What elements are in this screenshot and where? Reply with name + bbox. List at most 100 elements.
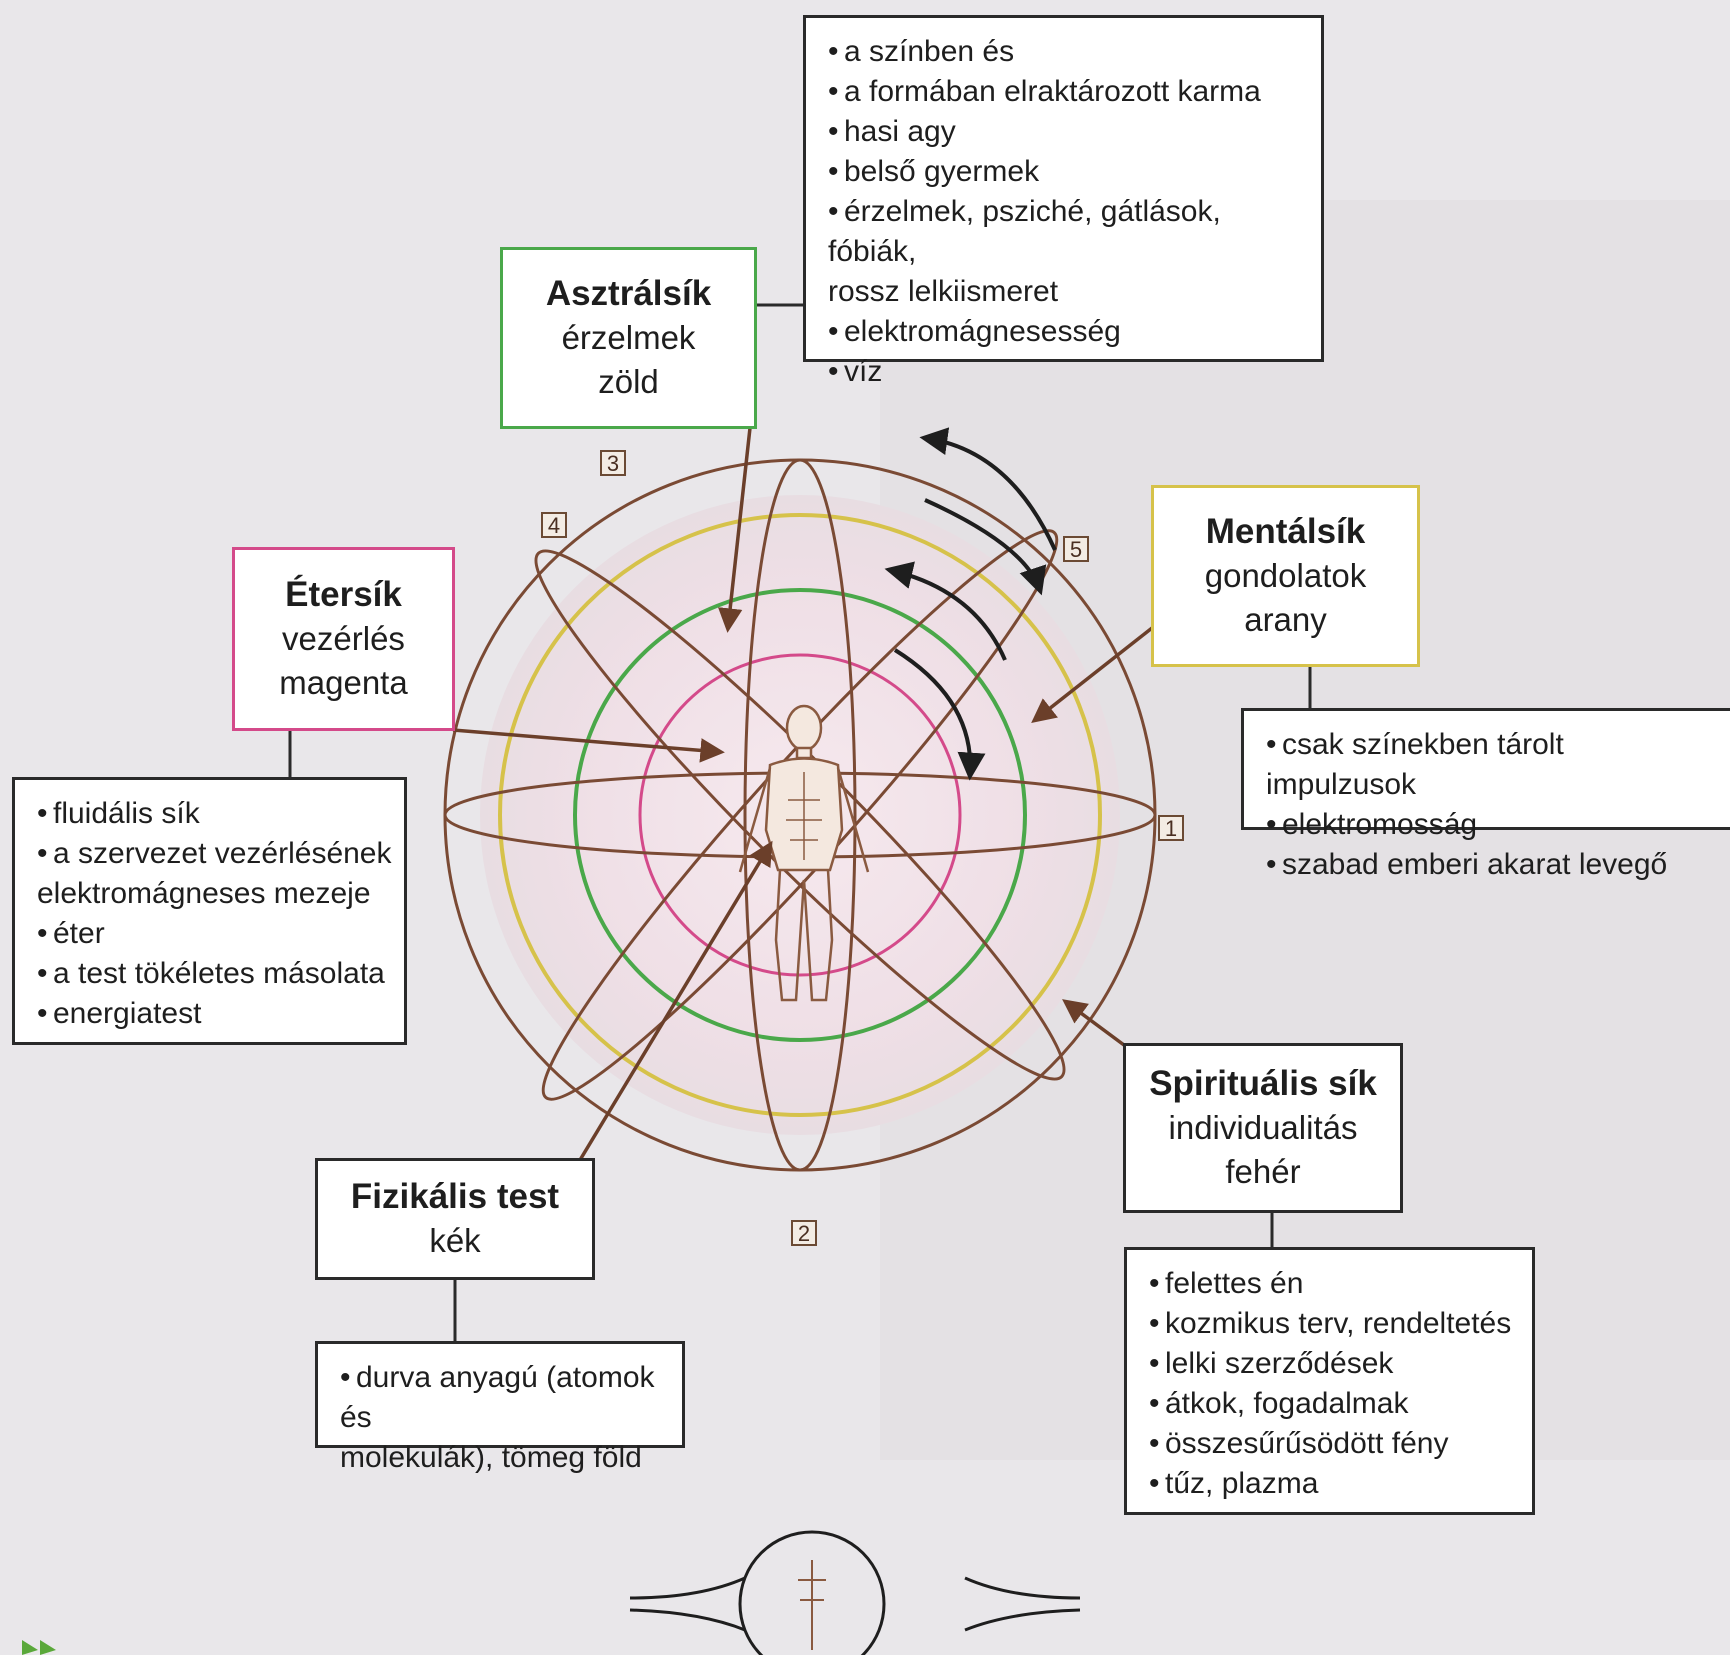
mental-list-item: •szabad emberi akarat levegő [1266, 845, 1720, 885]
ether-list-item: •a test tökéletes másolata [37, 954, 394, 994]
arrow-mental [1031, 626, 1154, 724]
ether-list-text: a test tökéletes másolata [53, 957, 385, 990]
spiritual-list-item: •tűz, plazma [1149, 1464, 1522, 1504]
spiritual-list-text: lelki szerződések [1165, 1347, 1394, 1380]
spiritual-color: fehér [1225, 1153, 1301, 1190]
bullet-icon: • [1266, 728, 1277, 761]
mental-list-box: •csak színekben tárolt impulzusok•elektr… [1241, 708, 1730, 881]
bullet-icon: • [340, 1361, 351, 1394]
marker-4: 4 [541, 512, 567, 538]
ether-list-item: •energiatest [37, 994, 394, 1034]
marker-3: 3 [600, 450, 626, 476]
ether-list-box: •fluidális sík•a szervezet vezérlésének … [12, 777, 407, 1045]
ether-list-text: a szervezet vezérlésének elektromágneses… [37, 837, 392, 910]
spiritual-list-text: összesűrűsödött fény [1165, 1427, 1449, 1460]
bullet-icon: • [1149, 1307, 1160, 1340]
bullet-icon: • [37, 837, 48, 870]
bullet-icon: • [1149, 1347, 1160, 1380]
curved-arrow-3 [884, 561, 1007, 661]
mental-list-item: •csak színekben tárolt impulzusok [1266, 725, 1720, 805]
ether-list-item: •a szervezet vezérlésének elektromágnese… [37, 834, 394, 914]
astral-list-text: elektromágnesesség [844, 315, 1121, 348]
bullet-icon: • [1266, 848, 1277, 881]
spiritual-list-box: •felettes én•kozmikus terv, rendeltetés•… [1124, 1247, 1535, 1515]
marker-2: 2 [791, 1220, 817, 1246]
ether-list-text: éter [53, 917, 105, 950]
bullet-icon: • [1149, 1267, 1160, 1300]
astral-list: •a színben és•a formában elraktározott k… [806, 18, 1321, 402]
spiritual-list-text: felettes én [1165, 1267, 1304, 1300]
physical-list-item: •durva anyagú (atomok és molekulák), töm… [340, 1358, 672, 1478]
astral-list-item: •víz [828, 352, 1311, 392]
astral-list-item: •belső gyermek [828, 152, 1311, 192]
marker-5: 5 [1063, 536, 1089, 562]
physical-color: kék [429, 1222, 481, 1259]
bullet-icon: • [1266, 808, 1277, 841]
physical-title-box: Fizikális test kék [315, 1158, 595, 1280]
bullet-icon: • [828, 355, 839, 388]
spiritual-list-text: tűz, plazma [1165, 1467, 1319, 1500]
spiritual-title: Spirituális sík [1149, 1064, 1377, 1103]
bullet-icon: • [37, 957, 48, 990]
bullet-icon: • [37, 797, 48, 830]
mental-color: arany [1244, 601, 1327, 638]
mental-list-text: elektromosság [1282, 808, 1478, 841]
spiritual-list-text: átkok, fogadalmak [1165, 1387, 1409, 1420]
marker-1: 1 [1158, 815, 1184, 841]
ether-title-box: Étersík vezérlés magenta [232, 547, 455, 731]
spiritual-list-item: •kozmikus terv, rendeltetés [1149, 1304, 1522, 1344]
mental-ring [498, 513, 1102, 1117]
mental-subtitle: gondolatok [1204, 557, 1367, 594]
ether-list: •fluidális sík•a szervezet vezérlésének … [15, 780, 404, 1044]
bullet-icon: • [1149, 1427, 1160, 1460]
astral-list-item: •a színben és [828, 32, 1311, 72]
bullet-icon: • [1149, 1387, 1160, 1420]
astral-title: Asztrálsík [545, 274, 712, 313]
bullet-icon: • [1149, 1467, 1160, 1500]
astral-color: zöld [598, 363, 659, 400]
ether-ring [638, 653, 962, 977]
bullet-icon: • [828, 155, 839, 188]
physical-list: •durva anyagú (atomok és molekulák), töm… [318, 1344, 682, 1488]
astral-list-text: a formában elraktározott karma [844, 75, 1261, 108]
astral-subtitle: érzelmek [561, 319, 696, 356]
arrow-ether [452, 728, 725, 763]
spiritual-list-text: kozmikus terv, rendeltetés [1165, 1307, 1512, 1340]
small-sphere-icon [629, 1530, 1081, 1655]
ether-list-text: fluidális sík [53, 797, 200, 830]
mental-list: •csak színekben tárolt impulzusok•elektr… [1244, 711, 1730, 895]
arrow-astral [717, 427, 752, 633]
mental-title: Mentálsík [1205, 512, 1366, 551]
astral-ring [573, 588, 1027, 1042]
astral-list-text: belső gyermek [844, 155, 1040, 188]
astral-title-box: Asztrálsík érzelmek zöld [500, 247, 757, 429]
bullet-icon: • [828, 195, 839, 228]
astral-list-text: a színben és [844, 35, 1015, 68]
mental-list-item: •elektromosság [1266, 805, 1720, 845]
play-icon [22, 1640, 56, 1655]
ether-subtitle: vezérlés [282, 620, 405, 657]
spiritual-list-item: •lelki szerződések [1149, 1344, 1522, 1384]
spiritual-list: •felettes én•kozmikus terv, rendeltetés•… [1127, 1250, 1532, 1514]
physical-list-text: durva anyagú (atomok és molekulák), töme… [340, 1361, 655, 1474]
astral-list-text: érzelmek, psziché, gátlások, fóbiák, ros… [828, 195, 1221, 308]
spiritual-title-box: Spirituális sík individualitás fehér [1123, 1043, 1403, 1213]
curved-arrow-1 [919, 427, 1057, 551]
mental-list-text: szabad emberi akarat levegő [1282, 848, 1668, 881]
mental-title-box: Mentálsík gondolatok arany [1151, 485, 1420, 667]
bullet-icon: • [828, 35, 839, 68]
arrow-physical [578, 840, 773, 1161]
spiritual-list-item: •felettes én [1149, 1264, 1522, 1304]
ether-color: magenta [279, 664, 408, 701]
astral-list-box: •a színben és•a formában elraktározott k… [803, 15, 1324, 388]
bullet-icon: • [828, 315, 839, 348]
bullet-icon: • [37, 997, 48, 1030]
physical-list-box: •durva anyagú (atomok és molekulák), töm… [315, 1341, 685, 1474]
spiritual-subtitle: individualitás [1168, 1109, 1358, 1146]
spiritual-list-item: •összesűrűsödött fény [1149, 1424, 1522, 1464]
curved-arrow-2 [924, 498, 1047, 596]
arrow-spiritual [1062, 999, 1130, 1050]
physical-title: Fizikális test [350, 1177, 560, 1216]
astral-list-item: •hasi agy [828, 112, 1311, 152]
astral-list-text: víz [844, 355, 883, 388]
